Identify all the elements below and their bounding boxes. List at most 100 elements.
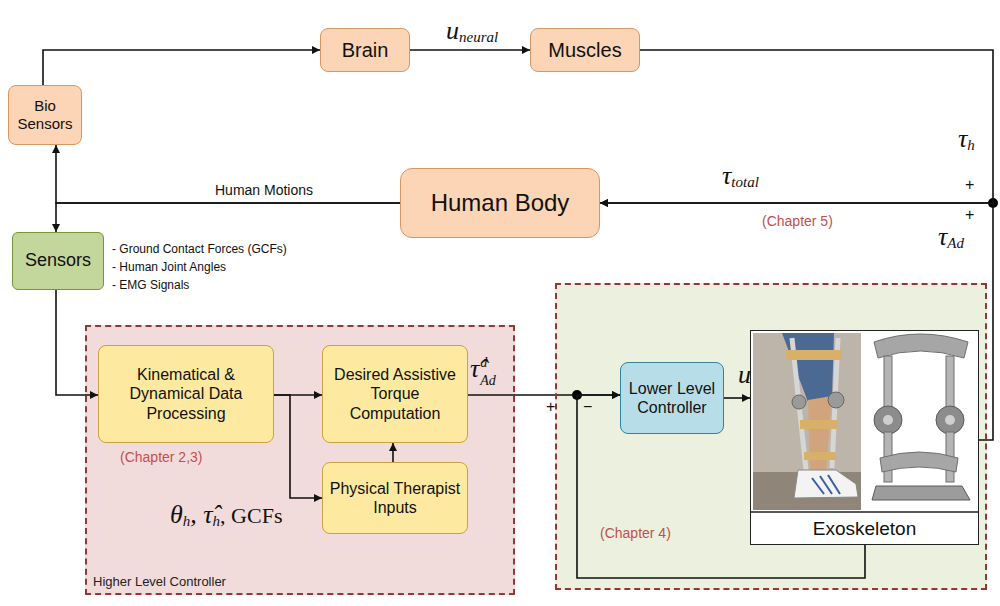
- signal-label-group: θh, τ̂h, GCFs: [170, 502, 282, 529]
- chapter-note: (Chapter 5): [762, 214, 833, 228]
- signal-arrow: [410, 49, 530, 51]
- signal-label-group: (Chapter 2,3): [120, 450, 202, 464]
- node-label: Brain: [342, 38, 389, 62]
- process-box: Kinematical & Dynamical Data Processing: [98, 345, 274, 443]
- exoskeleton-cad: [874, 334, 968, 358]
- subscript: h: [183, 514, 191, 529]
- signal-label-group: τAd: [938, 224, 964, 251]
- exoskeleton-cad: [874, 406, 902, 434]
- controller-region: (Chapter 4) Lower Level ControllerExoskel…: [555, 283, 987, 590]
- edge-label: u: [738, 362, 751, 388]
- subscript: h: [967, 138, 975, 153]
- signal-arrow: [43, 50, 320, 85]
- node-label: Kinematical & Dynamical Data Processing: [103, 365, 269, 423]
- chapter-note: (Chapter 2,3): [120, 450, 202, 464]
- signal-label: τ: [722, 163, 731, 189]
- exoskeleton-photo: [800, 420, 838, 429]
- node-label: Lower Level Controller: [625, 379, 719, 417]
- region-fill: [555, 283, 987, 590]
- signal-label: +: [546, 399, 555, 415]
- signal-arrow: [724, 397, 750, 399]
- frame-divider: [750, 511, 979, 513]
- signal-arrow: [56, 145, 400, 203]
- exoskeleton-photo: [782, 333, 834, 402]
- exoskeleton-photo: [828, 475, 840, 494]
- signal-label: - EMG Signals: [112, 279, 189, 291]
- signal-label-group: +: [546, 399, 555, 415]
- signal-label-group: τ̂dAd: [470, 356, 496, 388]
- signal-label: +: [965, 207, 974, 223]
- node-label: Physical Therapist Inputs: [327, 479, 463, 517]
- region-fill: [85, 325, 515, 595]
- exoskeleton-cad: [884, 356, 892, 412]
- signal-label: +: [965, 177, 974, 193]
- signal-label-group: Human Motions: [215, 183, 313, 197]
- signal-arrow: [392, 443, 394, 462]
- signal-label-group: - Human Joint Angles: [112, 261, 226, 273]
- signal-label-group: - EMG Signals: [112, 279, 189, 291]
- process-box: Human Body: [400, 168, 600, 238]
- signal-label-group: −: [583, 399, 592, 415]
- exoskeleton-photo: [828, 392, 844, 408]
- subscript: total: [731, 175, 759, 190]
- subscript: Ad: [480, 374, 496, 388]
- exoskeleton-cad: [883, 415, 893, 425]
- signal-label: τ: [938, 224, 947, 250]
- signal-label: - Human Joint Angles: [112, 261, 226, 273]
- image-box: Exoskeleton: [750, 330, 979, 545]
- signal-label: τ̂: [470, 356, 479, 382]
- signal-label: θ: [170, 502, 183, 528]
- node-label: Bio Sensors: [13, 97, 77, 133]
- exoskeleton-photo: [804, 452, 836, 460]
- signal-label: , τ̂: [190, 502, 212, 528]
- subscript: neural: [459, 30, 498, 45]
- exoskeleton-photo: [786, 350, 842, 360]
- sensor-box: Sensors: [12, 232, 104, 290]
- region-label: (Chapter 4): [600, 525, 671, 542]
- signal-arrow: [56, 203, 400, 232]
- superscript: d: [480, 356, 496, 370]
- subscript: h: [213, 514, 221, 529]
- signal-label-group: τtotal: [722, 163, 759, 190]
- exoskeleton-cad: [945, 415, 955, 425]
- process-box: Bio Sensors: [8, 85, 82, 145]
- signal-label: −: [583, 399, 592, 415]
- script-stack: dAd: [480, 356, 496, 388]
- signal-label-group: - Ground Contact Forces (GCFs): [112, 243, 287, 255]
- signal-arrow: [600, 203, 993, 440]
- signal-label: τ: [958, 126, 967, 152]
- node-label: Muscles: [548, 38, 621, 62]
- node-label: Human Body: [431, 189, 570, 218]
- exoskeleton-photo: [753, 333, 861, 510]
- process-box: Physical Therapist Inputs: [322, 462, 468, 534]
- signal-arrow: [56, 290, 98, 395]
- exoskeleton-photo: [794, 470, 858, 498]
- exoskeleton-cad: [936, 406, 964, 434]
- signal-arrow: [274, 395, 322, 498]
- process-box: Brain: [320, 28, 410, 72]
- signal-label: Human Motions: [215, 183, 313, 197]
- node-label: Sensors: [25, 250, 91, 272]
- exoskeleton-photo: [808, 396, 832, 472]
- signal-label: , GCFs: [220, 505, 282, 527]
- signal-arrow: [600, 50, 993, 203]
- exoskeleton-photo: [753, 333, 861, 510]
- exoskeleton-cad: [872, 334, 970, 500]
- exoskeleton-cad: [880, 452, 958, 472]
- signal-label-group: +: [965, 177, 974, 193]
- signal-label-group: (Chapter 5): [762, 214, 833, 228]
- process-box: Desired Assistive Torque Computation: [322, 345, 468, 443]
- exoskeleton-photo: [792, 395, 806, 409]
- signal-label-group: +: [965, 207, 974, 223]
- node-label: Desired Assistive Torque Computation: [327, 365, 463, 423]
- subscript: Ad: [947, 236, 964, 251]
- region-label: Higher Level Controller: [93, 574, 226, 590]
- signal-label: - Ground Contact Forces (GCFs): [112, 243, 287, 255]
- image-frame: [750, 330, 979, 545]
- signal-label-group: τh: [958, 126, 975, 153]
- region-label: Exoskeleton: [751, 514, 978, 544]
- process-box: Muscles: [530, 28, 640, 72]
